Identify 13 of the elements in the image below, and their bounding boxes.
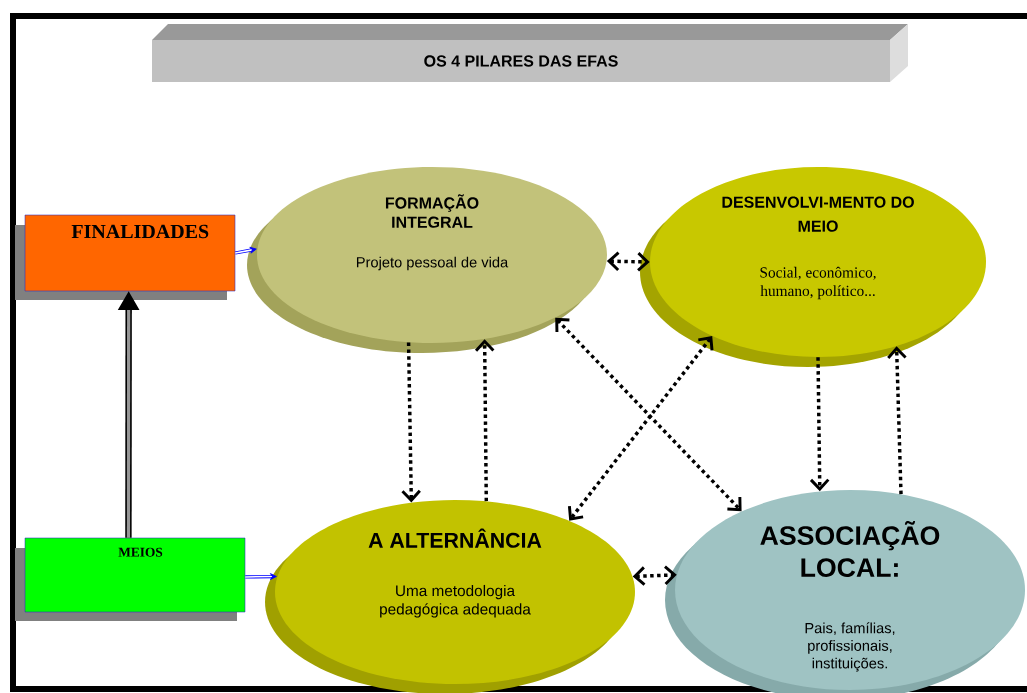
arrow [401,342,421,503]
arrow [474,339,495,502]
arrow [632,565,677,586]
arrow [567,336,714,521]
arrow [244,573,277,580]
arrow [606,251,650,272]
title-bar: OS 4 PILARES DAS EFAS [152,24,908,82]
goal-box: FINALIDADES [15,214,236,300]
means-box: MEIOS [15,537,246,621]
arrow [234,246,257,255]
arrow [887,346,907,495]
arrow [809,357,830,492]
arrow [555,317,742,512]
